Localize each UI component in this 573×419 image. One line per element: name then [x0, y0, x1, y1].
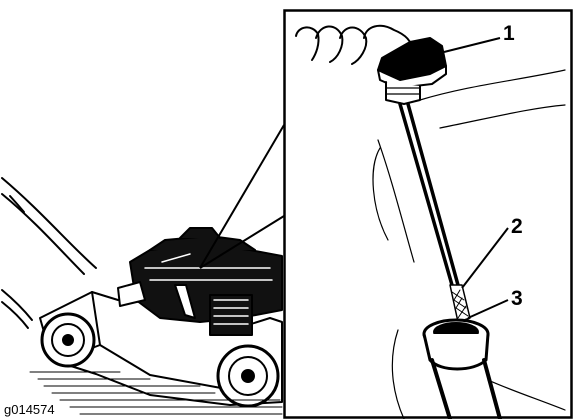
callout-number-2: 2 [511, 215, 523, 238]
callout-number-1: 1 [503, 22, 515, 45]
callout-number-3: 3 [511, 287, 523, 310]
lawn-mower-drawing [2, 178, 282, 414]
figure-id-label: g014574 [4, 402, 55, 417]
